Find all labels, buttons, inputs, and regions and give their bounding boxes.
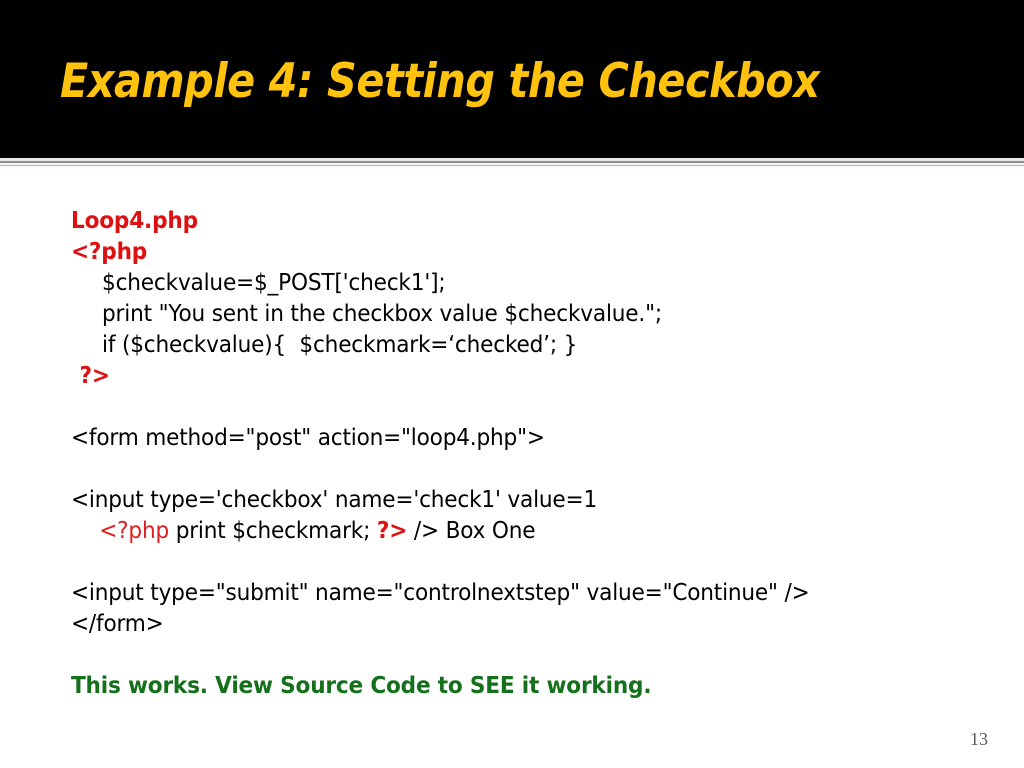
code-line-php-close: ?> [79,363,110,389]
inline-php-tail: /> Box One [407,518,536,544]
divider-line-5 [0,166,1024,169]
code-line-print: print "You sent in the checkbox value $c… [102,301,662,327]
code-line-spacer-3 [71,547,917,578]
code-line-spacer-1 [71,392,917,423]
code-line-if: if ($checkvalue){ $checkmark=‘checked’; … [102,332,578,358]
code-line-spacer-4 [71,640,917,671]
page-title: Example 4: Setting the Checkbox [60,54,820,109]
slide-title-bar: Example 4: Setting the Checkbox [0,0,1024,158]
divider-line-3 [0,163,1024,165]
divider-line-1 [0,158,1024,161]
inline-php-open-tag: <?php [99,518,170,544]
code-line-input-submit: <input type="submit" name="controlnextst… [71,580,810,606]
code-line-php-open: <?php [71,239,148,265]
code-line-input-checkbox: <input type='checkbox' name='check1' val… [71,487,598,513]
code-line-checkvalue: $checkvalue=$_POST['check1']; [102,270,446,296]
divider-line-4 [0,165,1024,166]
code-line-inline-php: <?php print $checkmark; ?> /> Box One [71,516,917,547]
code-line-spacer-2 [71,454,917,485]
divider-line-2 [0,161,1024,163]
inline-php-body: print $checkmark; [169,518,377,544]
code-line-filename: Loop4.php [71,208,198,234]
title-divider [0,158,1024,169]
page-number: 13 [970,729,988,749]
code-listing: Loop4.php <?php $checkvalue=$_POST['chec… [71,206,971,702]
inline-php-close-tag: ?> [376,518,408,544]
footer-note: This works. View Source Code to SEE it w… [71,673,652,699]
code-line-form-open: <form method="post" action="loop4.php"> [71,425,545,451]
code-line-form-close: </form> [71,611,164,637]
